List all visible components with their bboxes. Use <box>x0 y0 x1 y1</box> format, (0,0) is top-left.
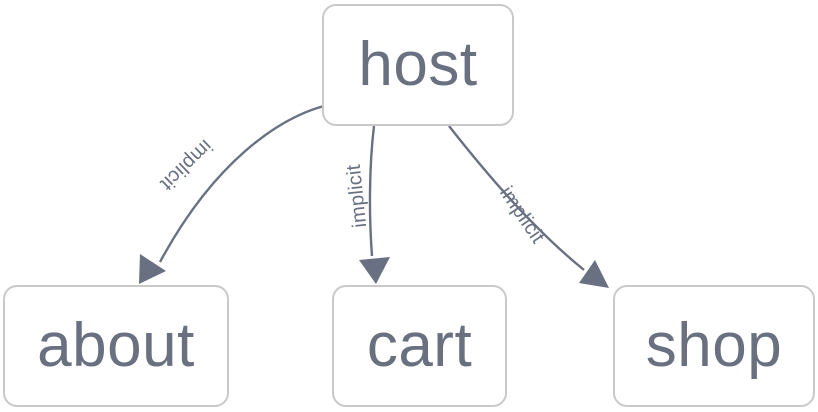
node-cart[interactable]: cart <box>332 285 507 407</box>
node-cart-label: cart <box>366 311 473 380</box>
node-about[interactable]: about <box>3 285 229 407</box>
node-about-label: about <box>37 311 195 380</box>
node-host-label: host <box>358 30 478 99</box>
edge-host-cart-path <box>368 125 376 257</box>
node-shop-label: shop <box>645 311 783 380</box>
edge-host-shop-path <box>448 125 585 271</box>
node-host[interactable]: host <box>322 4 514 126</box>
edge-host-about-path <box>158 104 325 263</box>
edge-host-cart[interactable] <box>359 125 390 284</box>
node-shop[interactable]: shop <box>613 285 815 407</box>
edge-host-shop-arrowhead <box>579 260 609 288</box>
edge-host-about-arrowhead <box>139 254 166 284</box>
edge-host-cart-arrowhead <box>359 257 390 284</box>
edge-host-about[interactable] <box>139 104 325 284</box>
edge-host-shop[interactable] <box>448 125 609 288</box>
